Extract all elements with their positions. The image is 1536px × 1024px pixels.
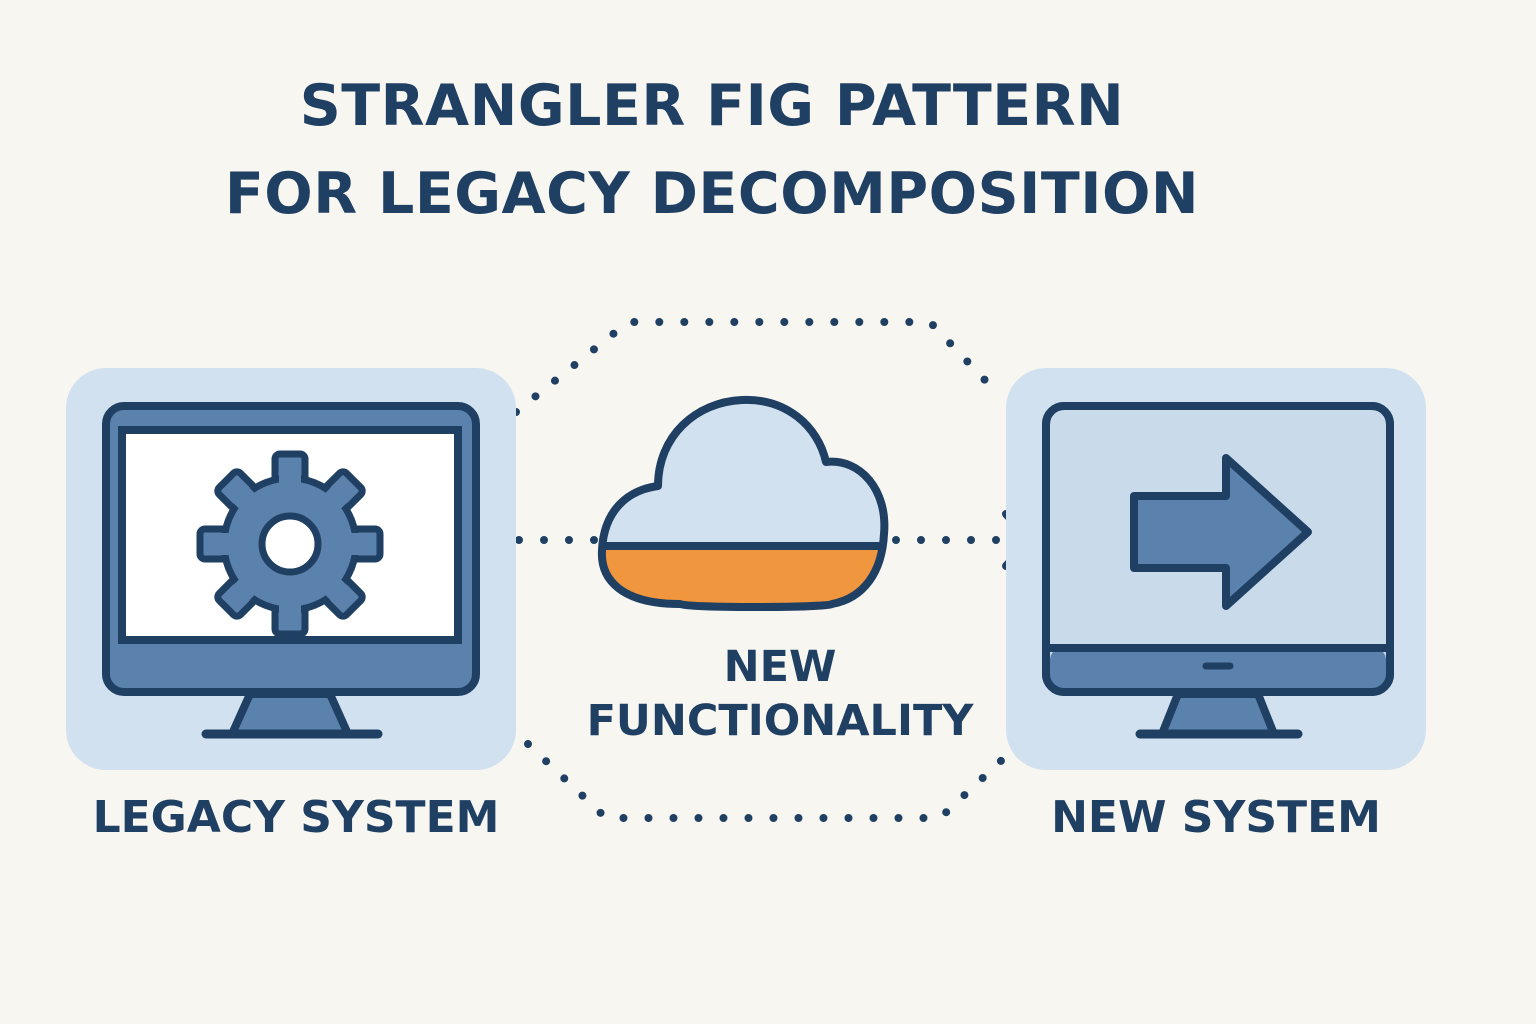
cloud-orange-band: [601, 544, 884, 607]
page-title-line-2: FOR LEGACY DECOMPOSITION: [224, 161, 1200, 227]
page-title-line-1: STRANGLER FIG PATTERN: [299, 73, 1125, 139]
new-functionality-label-line-1: NEW: [723, 642, 837, 692]
new-system-card: [1006, 368, 1426, 770]
arrow-right-icon: [1130, 454, 1312, 610]
gear-icon: [196, 450, 384, 638]
top-dotted-arc: [512, 318, 1004, 416]
new-functionality-label: NEW FUNCTIONALITY: [520, 640, 1040, 748]
cloud-icon: [597, 395, 889, 611]
legacy-system-label: LEGACY SYSTEM: [92, 792, 500, 843]
new-functionality-label-line-2: FUNCTIONALITY: [586, 696, 974, 746]
bottom-dotted-arc: [524, 740, 1008, 822]
legacy-system-card: [66, 368, 516, 770]
dotted-connectors: [490, 318, 1008, 822]
legacy-monitor-icon: [102, 402, 480, 739]
new-system-label: NEW SYSTEM: [1051, 792, 1381, 843]
